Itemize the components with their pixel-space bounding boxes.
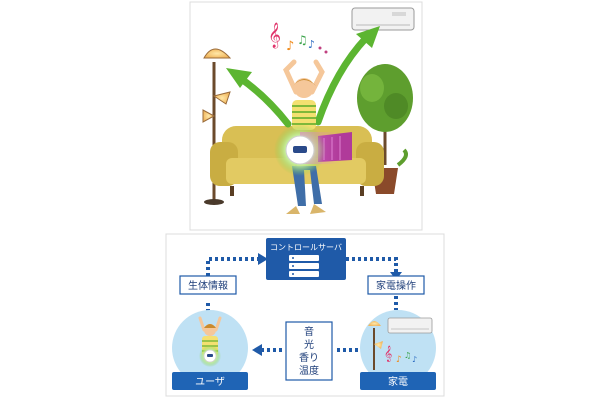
illustration-panel: 𝄞 ♪ ♫ ♪: [189, 1, 423, 231]
potted-plant-icon: [357, 64, 413, 194]
system-diagram-panel: コントロールサーバ: [165, 233, 445, 397]
user-avatar-icon: [198, 316, 222, 367]
air-conditioner-icon: [351, 7, 415, 31]
svg-text:𝄞: 𝄞: [384, 346, 392, 362]
music-notes-icon: 𝄞 ♪ ♫ ♪: [268, 22, 328, 54]
svg-text:♪: ♪: [412, 355, 417, 364]
server-rack-icon: [289, 255, 319, 277]
sensor-device-icon: ecolo: [274, 124, 340, 176]
control-server-label: コントロールサーバ: [270, 243, 342, 252]
control-server-node: コントロールサーバ: [266, 238, 346, 280]
bio-info-node: 生体情報: [179, 275, 237, 295]
svg-text:♫: ♫: [297, 33, 308, 47]
user-label: ユーザ: [195, 376, 225, 388]
appliance-control-label: 家電操作: [376, 279, 416, 292]
svg-text:♫: ♫: [404, 351, 411, 360]
bio-info-label: 生体情報: [188, 279, 228, 292]
output-sound: 音: [304, 325, 314, 338]
appliance-group-icon: 𝄞 ♪ ♫ ♪: [368, 317, 433, 370]
output-scent: 香り: [299, 352, 319, 364]
outputs-node: 音 光 香り 温度: [285, 321, 333, 381]
arrow-to-aircon-icon: [314, 26, 380, 126]
user-node: ユーザ: [172, 310, 248, 390]
output-light: 光: [304, 338, 314, 351]
svg-text:♪: ♪: [396, 355, 402, 365]
appliance-label: 家電: [388, 375, 408, 388]
appliance-control-node: 家電操作: [367, 275, 425, 295]
arrow-to-lamp-icon: [226, 68, 292, 128]
person-illustration: [283, 59, 326, 214]
svg-text:♪: ♪: [308, 38, 315, 51]
svg-text:♪: ♪: [286, 39, 294, 54]
appliance-node: 𝄞 ♪ ♫ ♪ 家電: [360, 310, 436, 390]
svg-text:𝄞: 𝄞: [268, 22, 281, 48]
output-temperature: 温度: [299, 364, 319, 377]
device-label: ecolo: [296, 156, 304, 160]
